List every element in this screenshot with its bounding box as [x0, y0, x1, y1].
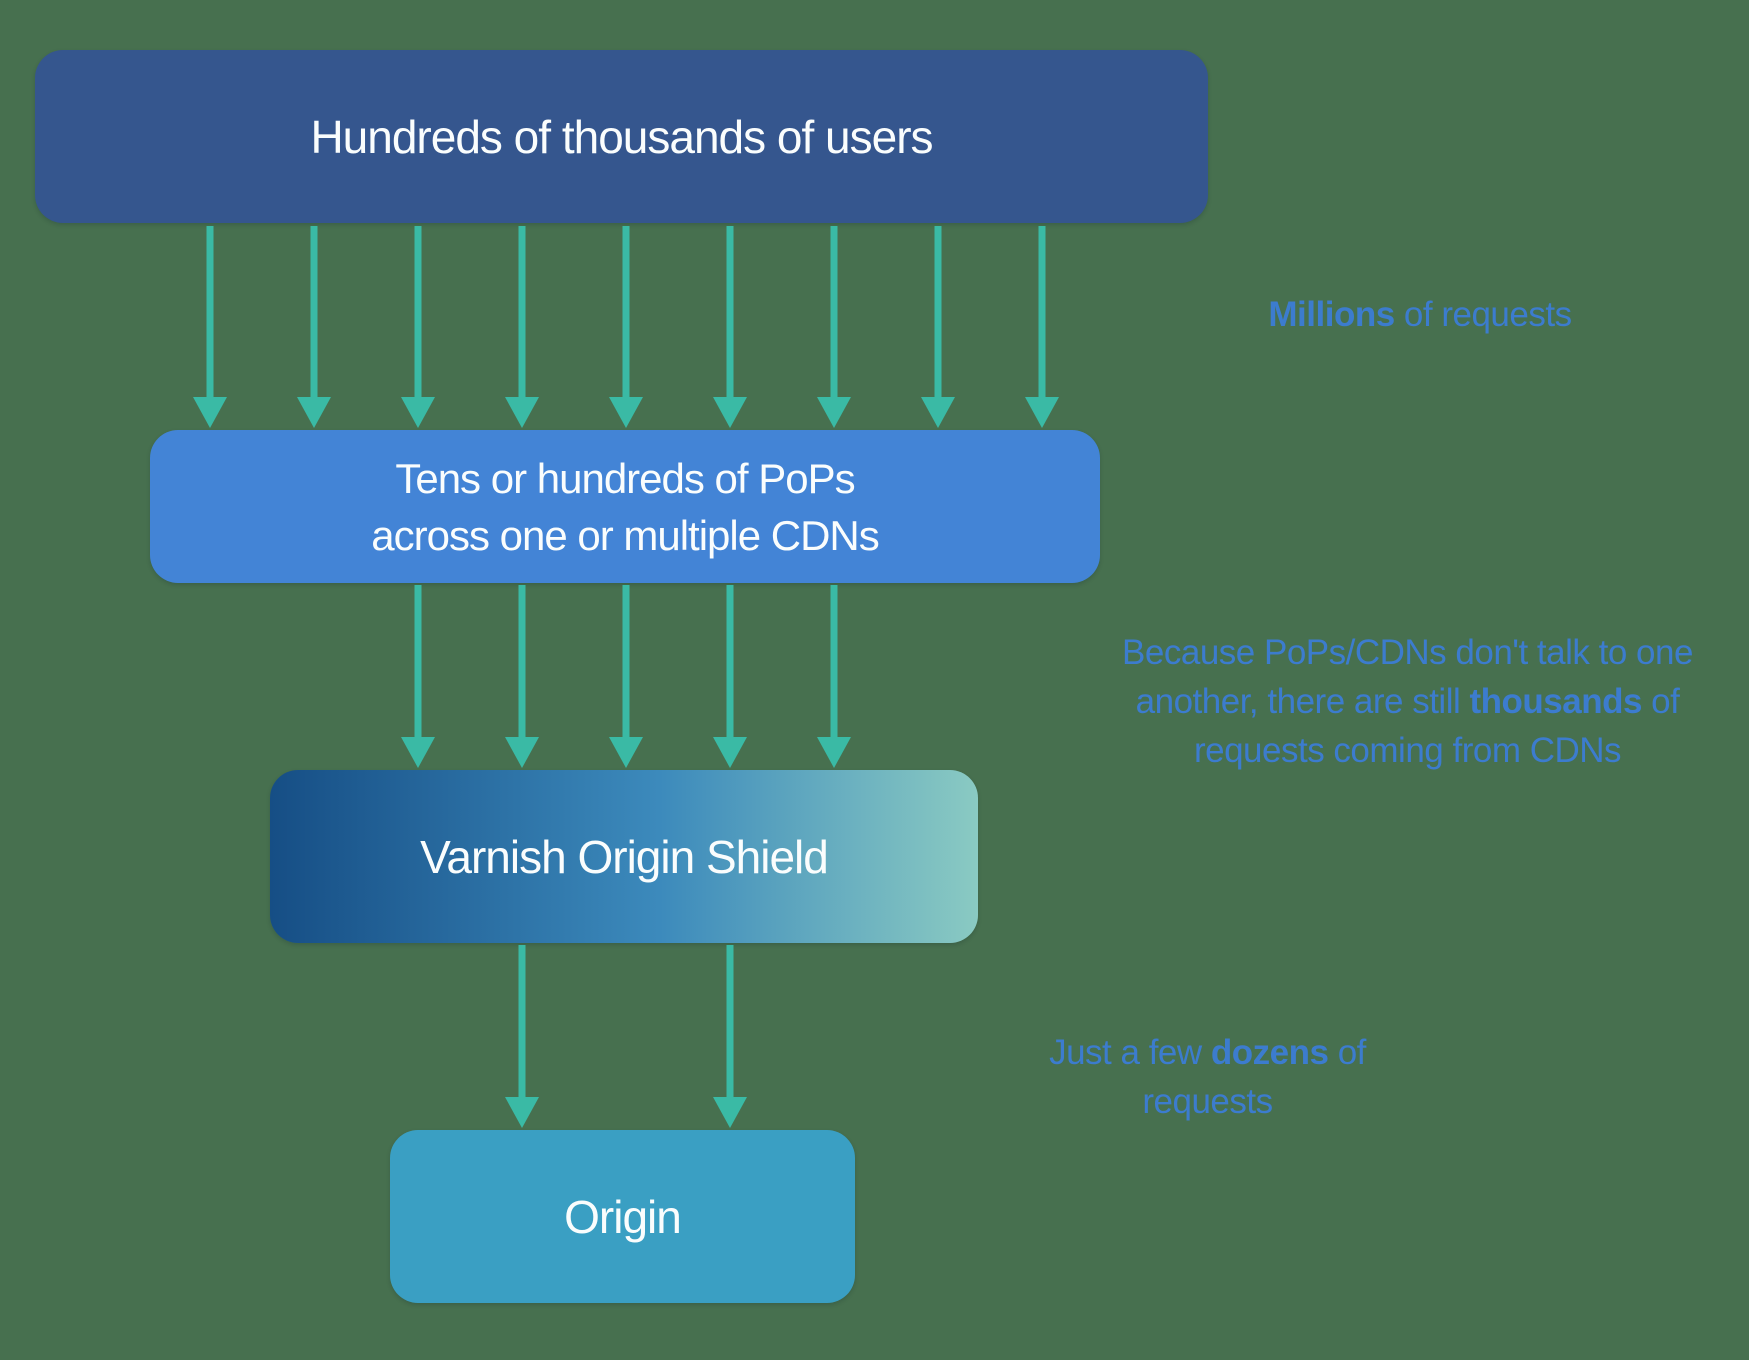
arrow-shaft [830, 226, 838, 400]
arrow-head [401, 737, 435, 768]
annotation-millions-of-requests: Millions of requests [1160, 290, 1680, 339]
arrow-down-icon [713, 585, 747, 768]
arrow-head [609, 737, 643, 768]
arrow-down-icon [401, 226, 435, 428]
arrow-down-icon [609, 585, 643, 768]
arrow-down-icon [713, 226, 747, 428]
arrow-head [817, 737, 851, 768]
arrow-head [193, 397, 227, 428]
annotation-thousands-from-cdns: Because PoPs/CDNs don't talk to one anoth… [1085, 628, 1730, 775]
arrow-down-icon [817, 226, 851, 428]
arrow-head [713, 737, 747, 768]
pops-box-label-line2: across one or multiple CDNs [371, 511, 880, 559]
arrow-down-icon [609, 226, 643, 428]
arrow-shaft [414, 585, 422, 740]
arrow-head [297, 397, 331, 428]
arrow-shaft [726, 585, 734, 740]
annotation-line: requests [1142, 1082, 1273, 1121]
arrow-shaft [206, 226, 214, 400]
arrow-down-icon [1025, 226, 1059, 428]
arrow-down-icon [505, 226, 539, 428]
arrow-shaft [518, 945, 526, 1100]
annotation-line: Because PoPs/CDNs don't talk to one [1122, 633, 1693, 672]
annotation-line: Just a few dozens of [1049, 1033, 1366, 1072]
arrow-head [713, 1097, 747, 1128]
pops-box-label-line1: Tens or hundreds of PoPs [395, 454, 855, 502]
arrow-shaft [726, 226, 734, 400]
arrow-shaft [414, 226, 422, 400]
arrow-down-icon [297, 226, 331, 428]
arrow-head [505, 1097, 539, 1128]
annotation-line: Millions of requests [1268, 295, 1572, 334]
varnish-origin-shield-box: Varnish Origin Shield [270, 770, 978, 943]
arrow-shaft [934, 226, 942, 400]
arrow-shaft [622, 226, 630, 400]
arrow-head [817, 397, 851, 428]
arrow-down-icon [401, 585, 435, 768]
origin-box-label: Origin [564, 1190, 682, 1243]
annotation-line: requests coming from CDNs [1193, 731, 1622, 770]
varnish-origin-shield-label: Varnish Origin Shield [420, 830, 829, 883]
arrow-head [921, 397, 955, 428]
arrow-head [401, 397, 435, 428]
arrow-shaft [830, 585, 838, 740]
arrow-shaft [518, 226, 526, 400]
arrow-shaft [1038, 226, 1046, 400]
arrow-down-icon [713, 945, 747, 1128]
arrow-head [505, 737, 539, 768]
arrow-head [505, 397, 539, 428]
arrow-head [713, 397, 747, 428]
annotation-dozens-of-requests: Just a few dozens of requests [940, 1028, 1475, 1126]
arrow-shaft [726, 945, 734, 1100]
arrow-head [1025, 397, 1059, 428]
arrow-down-icon [505, 945, 539, 1128]
arrow-shaft [622, 585, 630, 740]
users-box-label: Hundreds of thousands of users [310, 110, 933, 163]
arrow-down-icon [193, 226, 227, 428]
arrow-down-icon [921, 226, 955, 428]
arrow-shaft [518, 585, 526, 740]
origin-box: Origin [390, 1130, 855, 1303]
arrow-down-icon [817, 585, 851, 768]
arrow-shaft [310, 226, 318, 400]
users-box: Hundreds of thousands of users [35, 50, 1208, 223]
annotation-line: another, there are still thousands of [1135, 682, 1680, 721]
arrow-down-icon [505, 585, 539, 768]
pops-box: Tens or hundreds of PoPs across one or m… [150, 430, 1100, 583]
arrow-head [609, 397, 643, 428]
